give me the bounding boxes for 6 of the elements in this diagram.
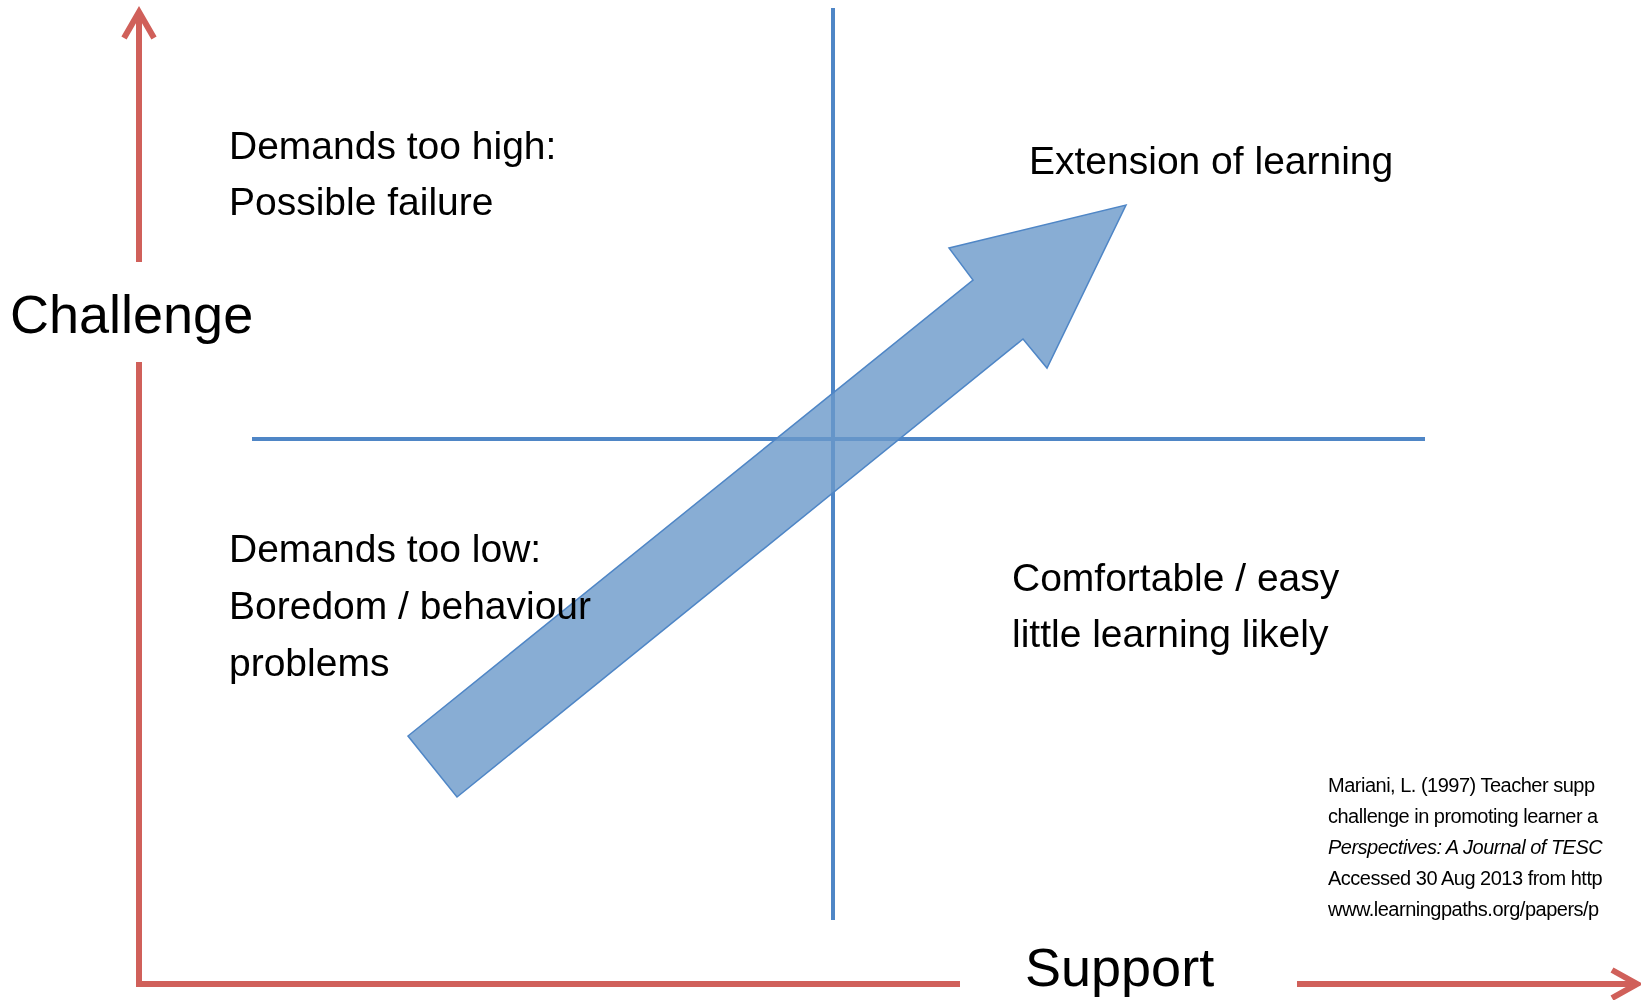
quadrant-text: Demands too high: Possible failure — [229, 123, 558, 225]
quadrant-text: Comfortable / easy little learning likely — [1012, 555, 1341, 657]
axis-label: Support — [1025, 936, 1215, 999]
quadrant-text: Extension of learning — [1029, 138, 1395, 184]
citation-text: Mariani, L. (1997) Teacher supp challenge in promoting learner a Perspectives: A Journal of TESC Accessed 30 Aug 2013 from http www.learningpaths.org/papers/p — [1328, 773, 1604, 922]
axis-label: Challenge — [10, 283, 254, 346]
